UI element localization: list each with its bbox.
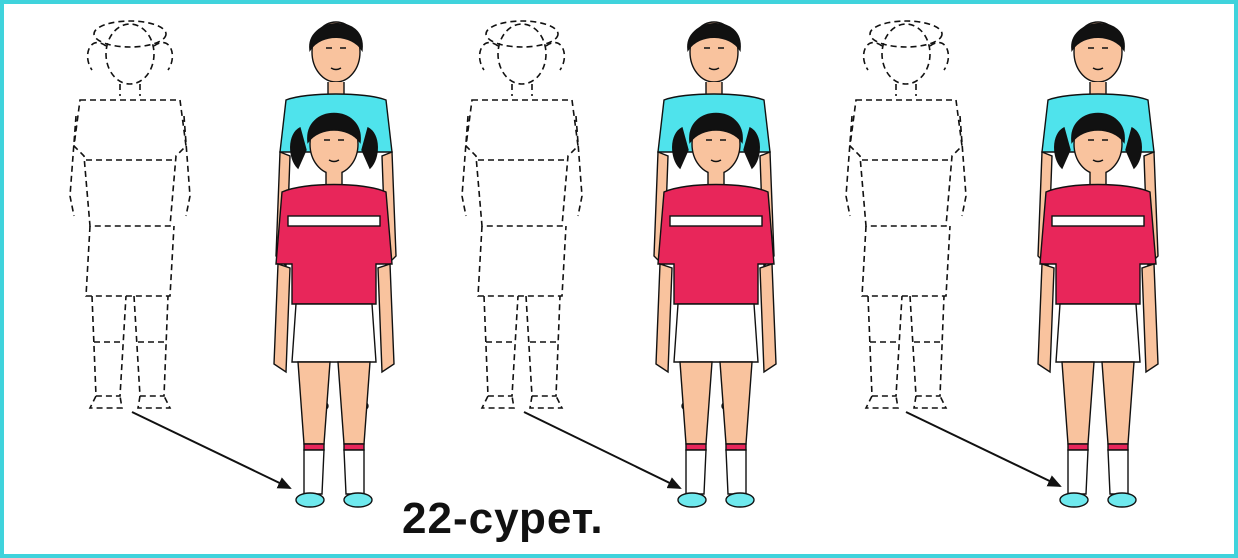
- panel-3: [846, 21, 1158, 507]
- girl-figure: [274, 114, 394, 508]
- arrow-icon: [132, 412, 290, 488]
- dashed-girl-outline: [70, 21, 190, 408]
- girl-figure: [1038, 114, 1158, 508]
- arrow-icon: [524, 412, 680, 488]
- dashed-girl-outline: [846, 21, 966, 408]
- figure-caption: 22-сурет.: [402, 494, 604, 544]
- arrow-icon: [906, 412, 1060, 486]
- girl-figure: [656, 114, 776, 508]
- dashed-girl-outline: [462, 21, 582, 408]
- panel-1: [70, 21, 396, 507]
- panel-2: [462, 21, 776, 507]
